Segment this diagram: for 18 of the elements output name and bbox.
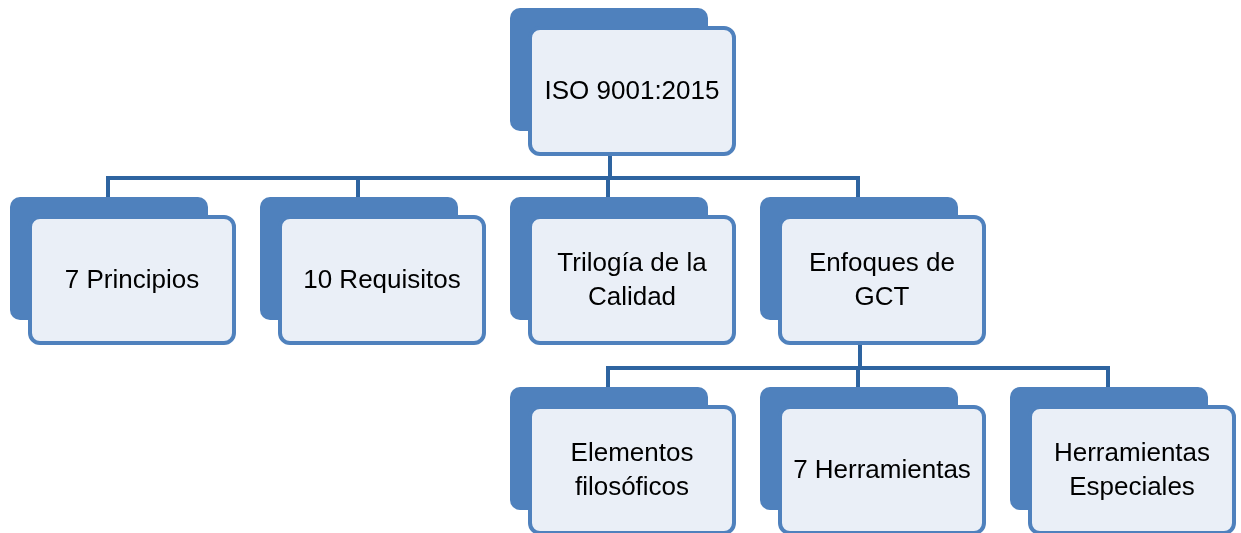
- hierarchy-box: [10, 197, 236, 345]
- hierarchy-box: [760, 387, 986, 533]
- hierarchy-box: [510, 387, 736, 533]
- hierarchy-box: [1010, 387, 1236, 533]
- hierarchy-box: [760, 197, 986, 345]
- hierarchy-box: [510, 197, 736, 345]
- connector-line: [608, 156, 860, 197]
- box-label: 7 Principios: [63, 263, 201, 297]
- hierarchy-box: [510, 8, 736, 156]
- box-label: Enfoques de GCT: [808, 246, 956, 313]
- box-label: 10 Requisitos: [302, 263, 462, 297]
- hierarchy-box: [260, 197, 486, 345]
- box-label: Herramientas Especiales: [1052, 436, 1212, 503]
- connector-line: [858, 345, 1110, 387]
- box-label: ISO 9001:2015: [543, 74, 721, 108]
- box-label: Elementos filosóficos: [569, 436, 695, 503]
- box-label: 7 Herramientas: [792, 453, 972, 487]
- box-label: Trilogía de la Calidad: [556, 246, 708, 313]
